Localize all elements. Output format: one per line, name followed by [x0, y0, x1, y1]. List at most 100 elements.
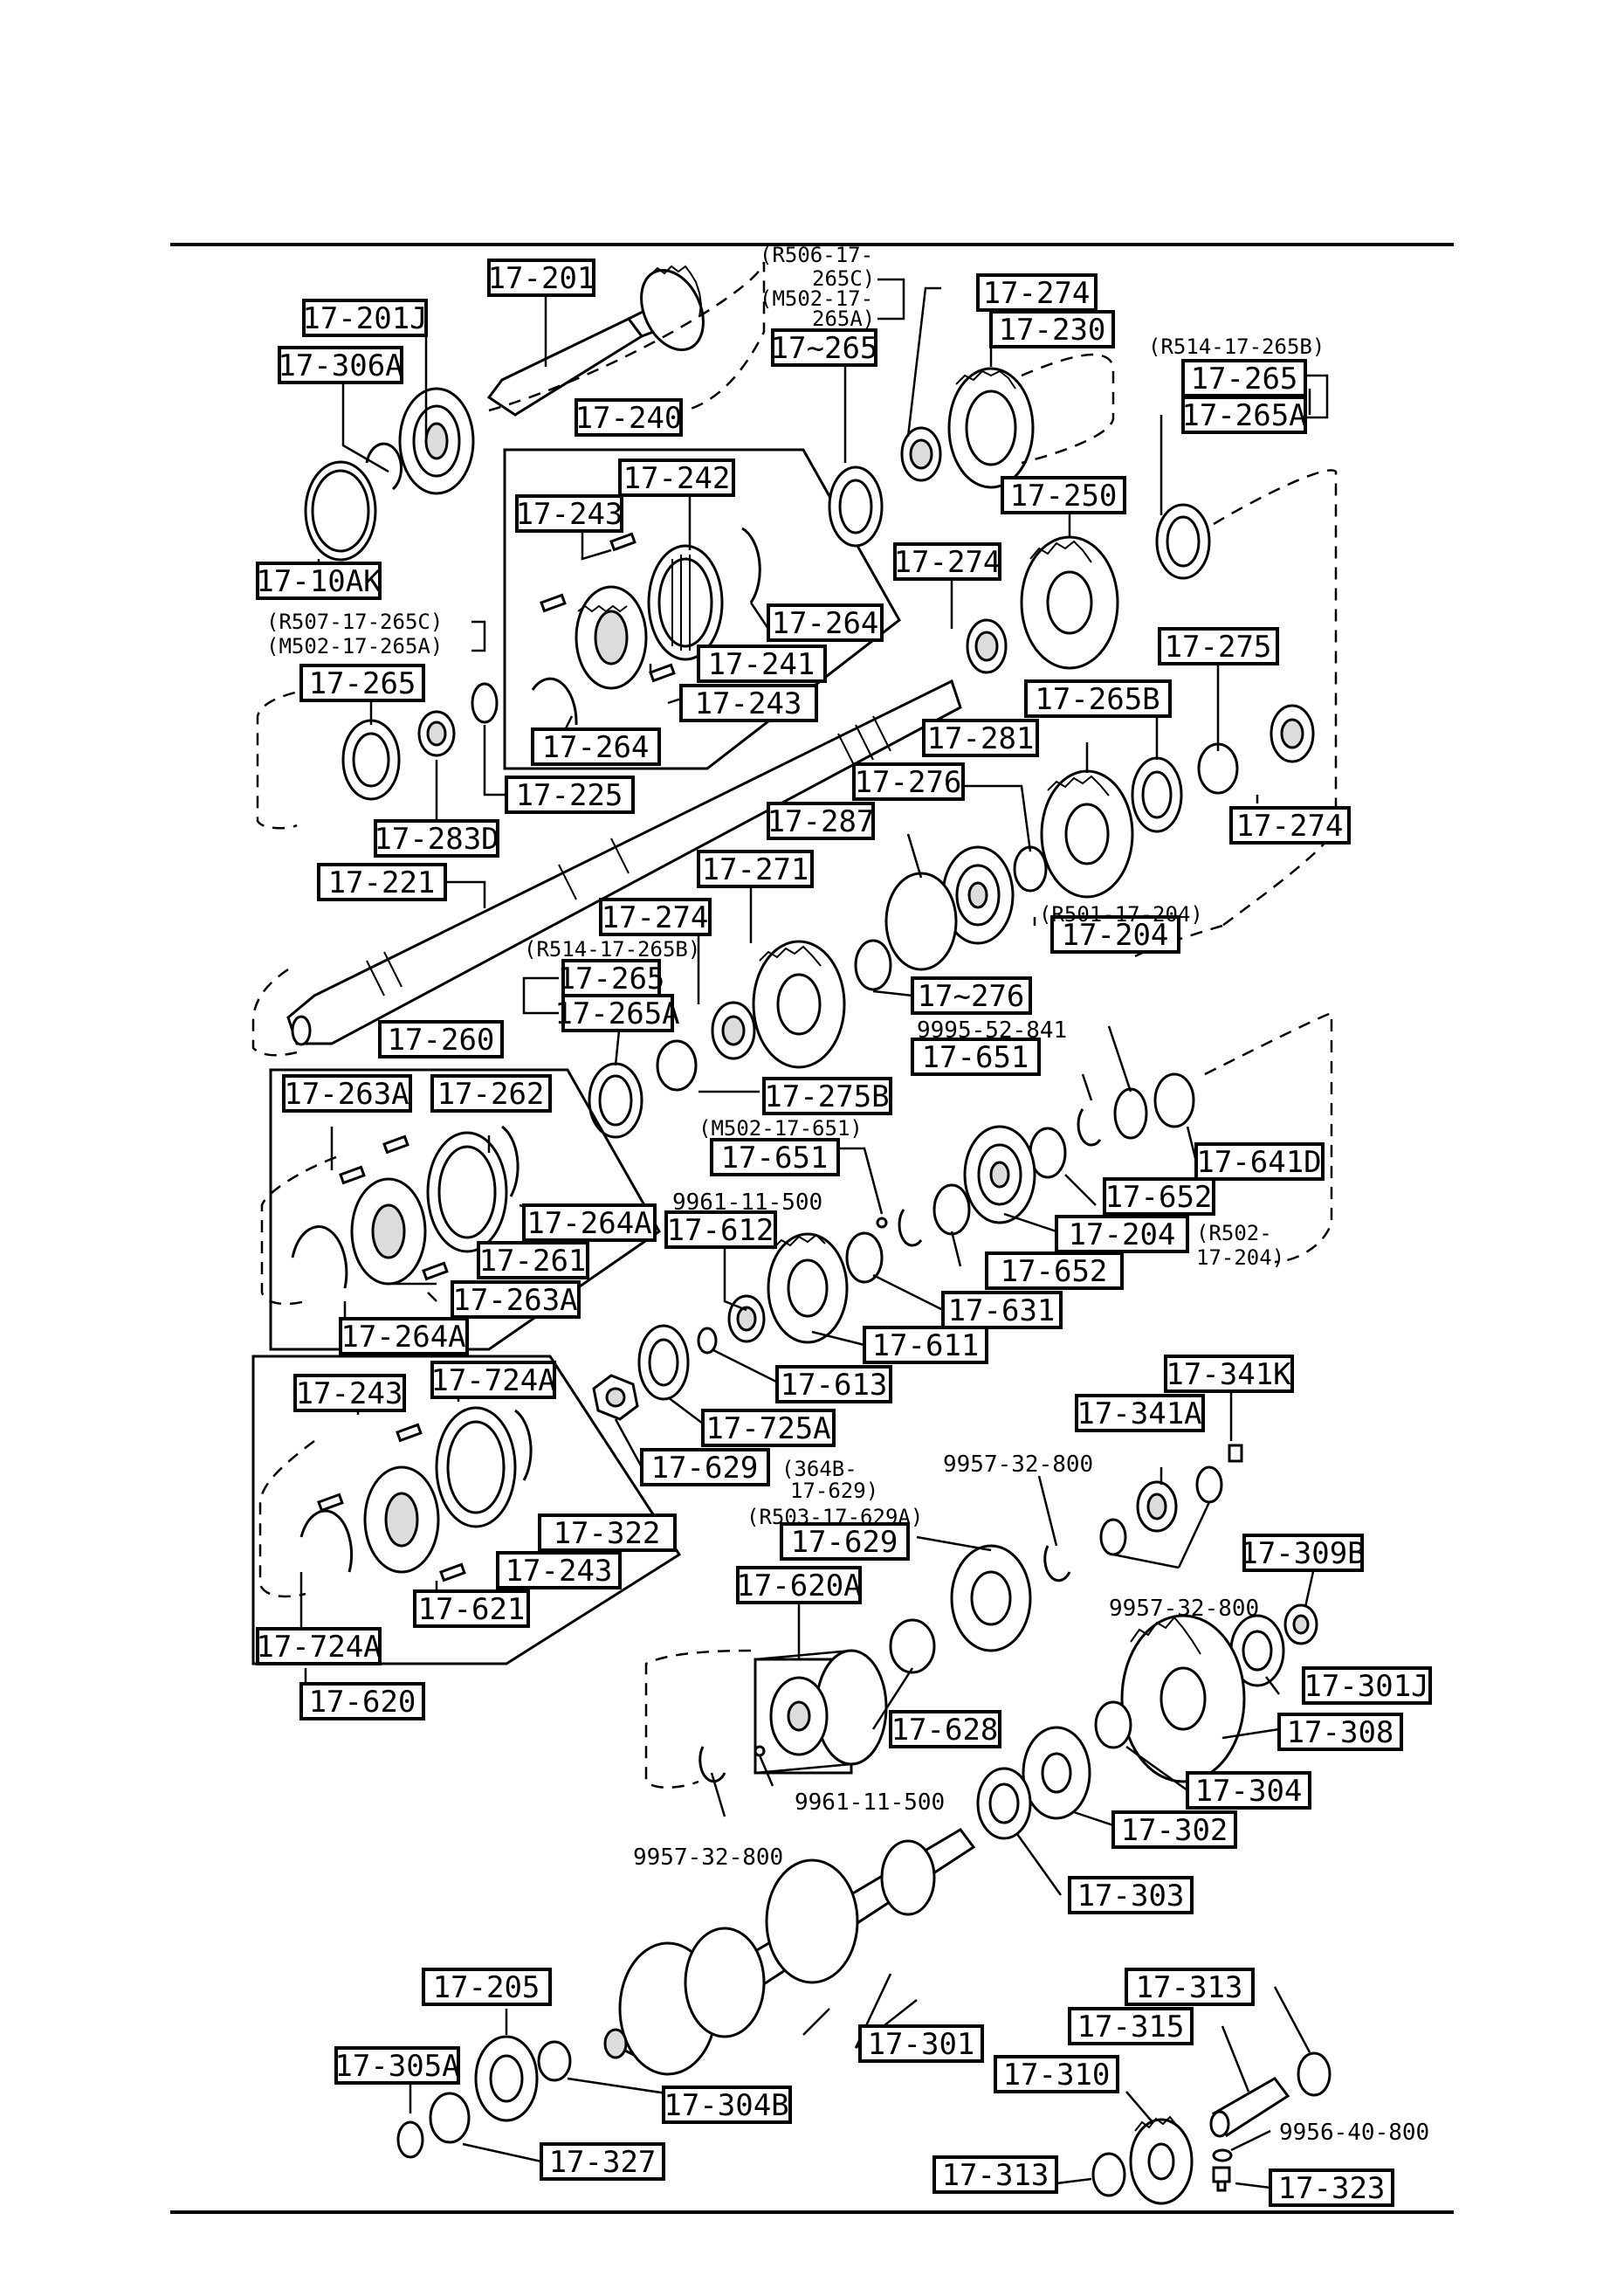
sleeve-17-262 [426, 1131, 508, 1253]
svg-text:17-243: 17-243 [296, 1376, 403, 1411]
hub-17-241 [575, 585, 648, 690]
svg-text:17-250: 17-250 [1010, 479, 1118, 514]
svg-text:17-629: 17-629 [651, 1451, 759, 1486]
free-number-9957-32-800-upper: 9957-32-800 [943, 1451, 1093, 1478]
part-label-17-301j: 17-301J [1302, 1666, 1432, 1705]
needle-bearing-17-274-mid [966, 618, 1008, 674]
svg-text:17-724A: 17-724A [256, 1630, 381, 1665]
svg-text:17-275: 17-275 [1165, 630, 1272, 665]
svg-text:17-302: 17-302 [1121, 1813, 1228, 1848]
input-shaft-part [486, 265, 705, 417]
svg-text:17-264: 17-264 [772, 606, 879, 641]
part-label-17-611: 17-611 [863, 1326, 988, 1364]
part-label-17-651-lower: 17-651 [710, 1138, 840, 1176]
snap-ring-17-651-lower [898, 1209, 923, 1247]
svg-text:17-304: 17-304 [1195, 1774, 1303, 1809]
note-r501: (R501-17-204) [1039, 902, 1203, 927]
svg-text:17-620: 17-620 [309, 1685, 416, 1720]
svg-text:17-204: 17-204 [1069, 1217, 1176, 1252]
svg-text:17-10AK: 17-10AK [256, 564, 382, 599]
svg-text:17-620A: 17-620A [736, 1569, 861, 1603]
bearing-17-205 [474, 2035, 539, 2122]
bushing-17-275b [656, 1039, 698, 1092]
snap-ring-9957-upper [1043, 1545, 1071, 1582]
svg-text:17-201: 17-201 [488, 261, 595, 296]
part-label-17-652-upper: 17-652 [1103, 1177, 1215, 1216]
note-r506-line2: 265C) [812, 266, 875, 291]
part-label-17-628: 17-628 [889, 1710, 1001, 1748]
part-label-17-264-b: 17-264 [531, 727, 661, 766]
washer-17-276-lower [854, 939, 892, 991]
part-label-17-261: 17-261 [477, 1241, 589, 1279]
bearing-17-201j [398, 387, 475, 495]
hub-17-261 [350, 1177, 427, 1286]
svg-text:17-308: 17-308 [1287, 1715, 1394, 1750]
snap-ring-17-306a [365, 442, 403, 491]
svg-text:17-652: 17-652 [1001, 1254, 1108, 1289]
svg-text:17-611: 17-611 [872, 1328, 980, 1363]
spring-17-724a-lower [299, 1509, 353, 1573]
ball-9961-11-500-upper [876, 1217, 888, 1229]
part-label-17-323: 17-323 [1269, 2168, 1394, 2207]
svg-text:17-243: 17-243 [506, 1554, 613, 1589]
part-label-17-301: 17-301 [858, 2024, 984, 2063]
sync-ring-17-725a [637, 1324, 690, 1401]
svg-text:17-612: 17-612 [667, 1213, 774, 1248]
svg-text:17-283D: 17-283D [374, 822, 499, 857]
svg-text:17-260: 17-260 [388, 1023, 495, 1058]
part-label-17-283d: 17-283D [374, 819, 499, 858]
part-label-17-724a-upper: 17-724A [430, 1361, 556, 1399]
nut-17-629-upper [592, 1374, 639, 1421]
part-label-17-250: 17-250 [1001, 476, 1126, 514]
main-shaft-17-221 [286, 679, 962, 1046]
part-label-17-274-lower: 17-274 [599, 898, 712, 936]
bearing-17-204-upper [941, 845, 1015, 945]
free-number-9995-52-841: 9995-52-841 [917, 1017, 1067, 1044]
dashed-outline-620a [644, 1649, 752, 1789]
part-label-17-341a: 17-341A [1075, 1394, 1205, 1432]
note-r514-lower: (R514-17-265B) [524, 937, 700, 962]
svg-text:17-327: 17-327 [549, 2145, 657, 2180]
svg-text:17-724A: 17-724A [430, 1363, 555, 1398]
svg-text:17-242: 17-242 [623, 461, 731, 496]
washer-17-276-upper [1013, 845, 1048, 893]
svg-text:17-287: 17-287 [767, 804, 875, 839]
svg-text:17-621: 17-621 [418, 1592, 526, 1627]
part-label-17-631: 17-631 [941, 1291, 1063, 1329]
gear-17-611 [767, 1232, 849, 1344]
part-label-17-274-right: 17-274 [1229, 806, 1351, 845]
part-label-17-306a: 17-306A [278, 346, 403, 384]
part-label-17-243-c: 17-243 [293, 1374, 406, 1412]
keys-17-243-lower [317, 1423, 466, 1582]
part-label-17-612: 17-612 [664, 1210, 777, 1249]
washer-17-613 [697, 1327, 718, 1355]
spring-17-264a-lower [291, 1225, 348, 1289]
part-label-17-264a-upper: 17-264A [522, 1203, 657, 1242]
part-label-17-262: 17-262 [430, 1074, 552, 1113]
washer-9956-40-800 [1212, 2148, 1233, 2162]
svg-text:17-240: 17-240 [575, 401, 683, 436]
svg-text:17-243: 17-243 [516, 497, 623, 532]
part-label-17-274-top: 17-274 [976, 273, 1098, 312]
svg-text:17-341K: 17-341K [1166, 1357, 1291, 1392]
plug-17-341a [1136, 1480, 1178, 1533]
bushing-17-304 [1094, 1700, 1132, 1749]
note-bracket-r506 [877, 278, 905, 321]
part-label-17-305a: 17-305A [334, 2046, 460, 2085]
part-label-17-641d: 17-641D [1194, 1142, 1325, 1181]
keys-17-243 [540, 532, 676, 683]
part-label-17-205: 17-205 [422, 1968, 552, 2006]
svg-text:17-310: 17-310 [1003, 2058, 1111, 2093]
svg-text:17-322: 17-322 [554, 1516, 661, 1551]
part-label-17-309b: 17-309B [1240, 1534, 1366, 1572]
svg-text:17-265: 17-265 [558, 962, 665, 996]
part-label-17-652-lower: 17-652 [985, 1251, 1124, 1290]
ball-9961-11-500-lower [754, 1745, 766, 1757]
svg-text:17-265: 17-265 [1191, 362, 1298, 396]
svg-text:17-271: 17-271 [702, 852, 809, 887]
part-label-17-264a-lower: 17-264A [339, 1317, 469, 1355]
svg-text:17-205: 17-205 [433, 1970, 540, 2005]
part-label-17-621: 17-621 [413, 1589, 530, 1628]
free-number-9957-32-800-right: 9957-32-800 [1109, 1596, 1259, 1622]
part-label-17-241: 17-241 [697, 645, 827, 683]
